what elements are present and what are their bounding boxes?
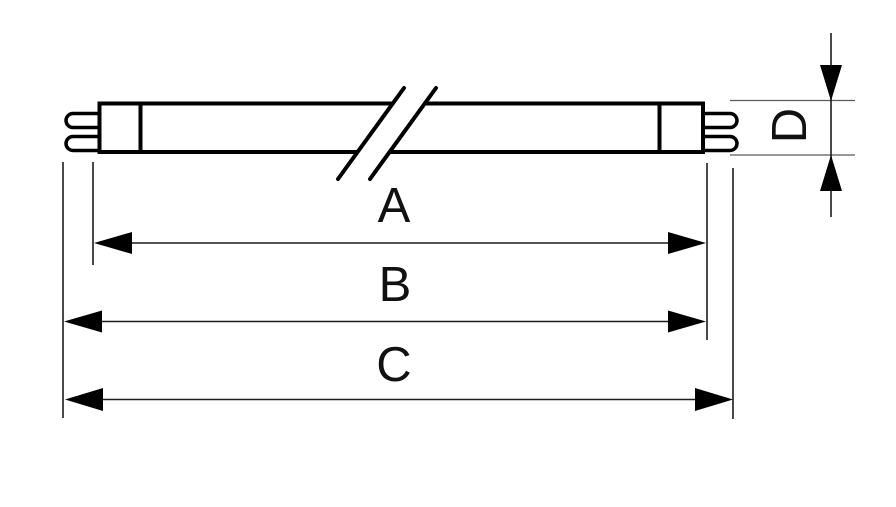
dimension-d-label: D	[763, 108, 817, 143]
right-end-cap	[657, 101, 705, 154]
extension-lines	[62, 162, 734, 419]
tube-break-symbol	[336, 86, 438, 181]
arrow-down-icon	[820, 65, 842, 101]
dimension-a: A	[94, 179, 706, 254]
dimension-c: C	[65, 338, 733, 411]
arrow-right-icon	[668, 310, 706, 333]
dimension-c-label: C	[376, 338, 411, 392]
lamp-tube	[64, 86, 739, 181]
dimension-b-label: B	[379, 258, 412, 312]
arrow-left-icon	[94, 232, 132, 254]
left-end-cap	[97, 101, 143, 154]
arrow-up-icon	[820, 155, 842, 191]
bi-pin-base-right	[697, 111, 739, 153]
dimension-d: D	[730, 33, 855, 217]
arrow-right-icon	[695, 388, 733, 411]
arrow-left-icon	[64, 310, 102, 333]
dimension-a-label: A	[378, 179, 411, 233]
arrow-left-icon	[65, 388, 103, 411]
dimension-b: B	[64, 258, 706, 333]
arrow-right-icon	[668, 232, 706, 254]
